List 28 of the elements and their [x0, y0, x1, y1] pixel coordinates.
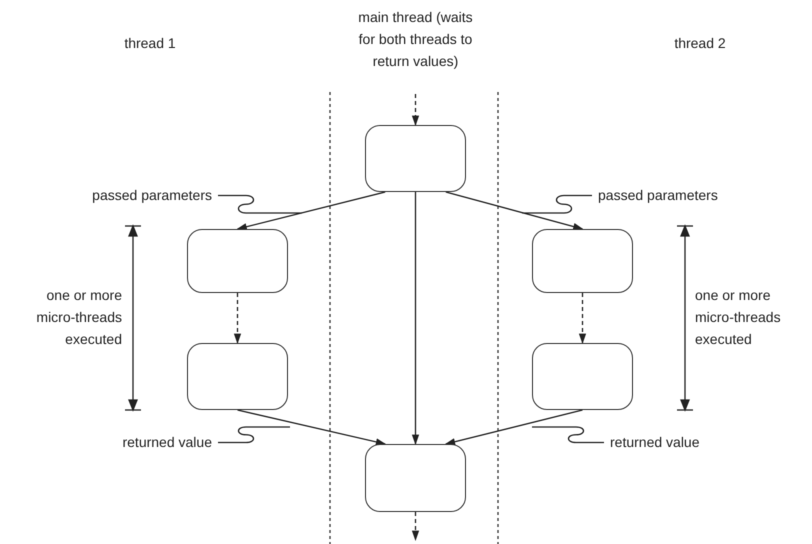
- annotation-text: main thread (waits for both threads to return values): [358, 8, 473, 71]
- arrow: [446, 191, 584, 230]
- arrow: [234, 293, 242, 344]
- process-box: [187, 229, 288, 293]
- leader-line: [218, 426, 290, 444]
- arrow: [236, 191, 386, 230]
- leader-line: [532, 426, 604, 444]
- annotation-text: passed parameters: [598, 186, 719, 205]
- process-box: [187, 343, 288, 410]
- annotation-text: passed parameters: [91, 186, 212, 205]
- annotation-text: returned value: [610, 433, 701, 452]
- process-box: [532, 229, 633, 293]
- leader-line: [522, 194, 592, 214]
- arrow: [412, 94, 420, 126]
- arrow: [412, 512, 420, 542]
- arrow: [237, 409, 386, 446]
- arrow: [412, 192, 420, 446]
- dimension-label: one or more micro-threads executed: [695, 286, 782, 349]
- process-box: [532, 343, 633, 410]
- arrow: [578, 293, 586, 344]
- column-heading: thread 2: [673, 34, 727, 53]
- arrow: [444, 409, 583, 446]
- annotation-text: returned value: [121, 433, 212, 452]
- column-heading: thread 1: [123, 34, 177, 53]
- dimension-label: one or more micro-threads executed: [35, 286, 122, 349]
- leader-line: [218, 194, 302, 214]
- process-box: [365, 125, 466, 192]
- process-box: [365, 444, 466, 512]
